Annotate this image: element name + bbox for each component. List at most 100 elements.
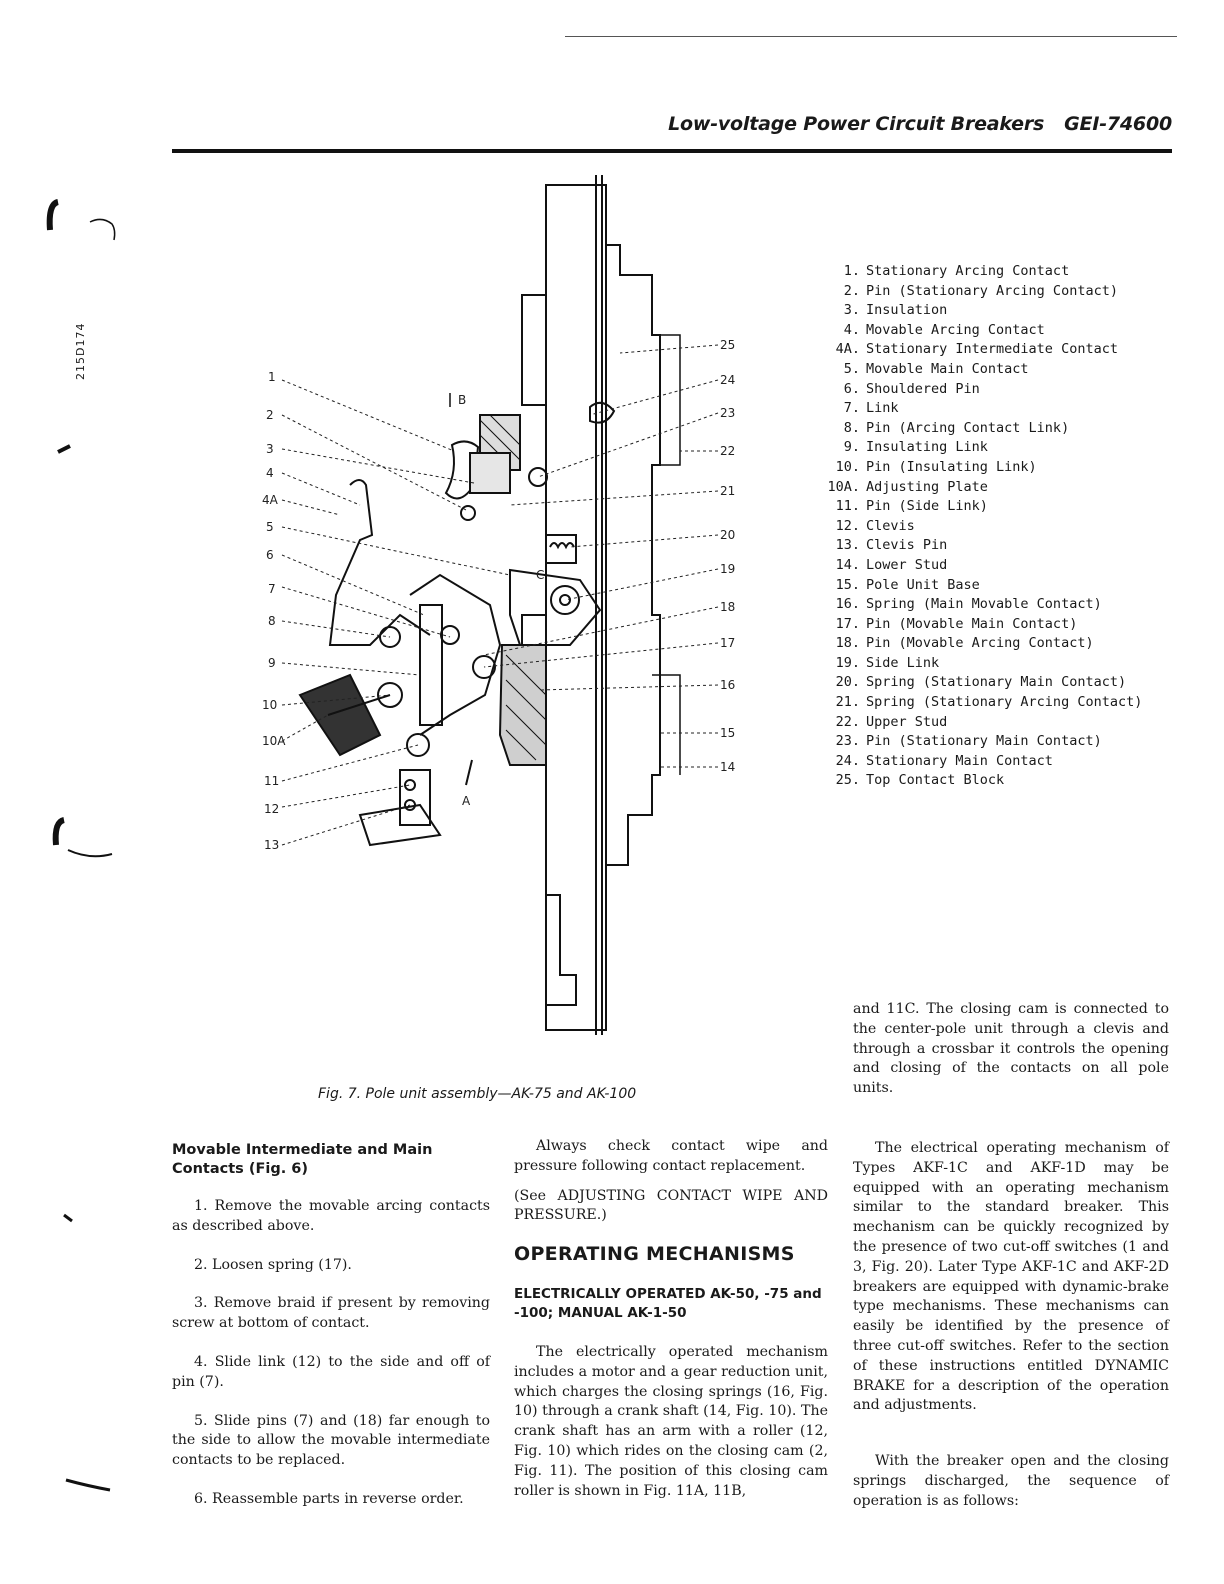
legend-number: 23. bbox=[835, 733, 860, 750]
callout: 18 bbox=[720, 600, 735, 614]
callout: 4A bbox=[262, 493, 279, 507]
legend-item: 5. Movable Main Contact bbox=[810, 360, 1170, 380]
callout: 6 bbox=[266, 548, 274, 562]
legend-text: Insulating Link bbox=[866, 439, 988, 456]
header-code: GEI-74600 bbox=[1064, 113, 1172, 135]
callout: 7 bbox=[268, 582, 276, 596]
legend-number: 25. bbox=[835, 772, 860, 789]
paragraph: Always check contact wipe and pressure f… bbox=[514, 1138, 828, 1174]
legend-item: 6. Shouldered Pin bbox=[810, 380, 1170, 400]
legend-text: Clevis bbox=[866, 517, 915, 534]
legend-number: 3. bbox=[843, 302, 860, 319]
callout: 12 bbox=[264, 802, 279, 816]
legend-item: 3. Insulation bbox=[810, 301, 1170, 321]
legend-item: 22.Upper Stud bbox=[810, 713, 1170, 733]
legend-item: 12. Clevis bbox=[810, 517, 1170, 537]
callout: 10A bbox=[262, 734, 286, 748]
legend-text: Pin (Stationary Arcing Contact) bbox=[866, 282, 1118, 299]
legend-item: 19.Side Link bbox=[810, 654, 1170, 674]
legend-number: 11. bbox=[835, 498, 860, 515]
legend-text: Shouldered Pin bbox=[866, 380, 980, 397]
legend-number: 5. bbox=[843, 360, 860, 377]
legend-number: 13. bbox=[835, 537, 860, 554]
legend-item: 2. Pin (Stationary Arcing Contact) bbox=[810, 282, 1170, 302]
callout: 1 bbox=[268, 370, 276, 384]
legend-item: 16.Spring (Main Movable Contact) bbox=[810, 595, 1170, 615]
legend-number: 1. bbox=[843, 263, 860, 279]
legend-text: Stationary Intermediate Contact bbox=[866, 341, 1118, 358]
top-rule bbox=[565, 36, 1177, 37]
callout: 22 bbox=[720, 444, 735, 458]
legend-item: 25. Top Contact Block bbox=[810, 771, 1170, 791]
legend-number: 4A. bbox=[835, 341, 860, 358]
section-mark-b: B bbox=[458, 393, 466, 407]
legend-item: 11.Pin (Side Link) bbox=[810, 497, 1170, 517]
callouts-left: 1 2 3 4 4A 5 6 7 8 9 10 10A 11 12 13 bbox=[262, 370, 286, 852]
paragraph: and 11C. The closing cam is connected to… bbox=[853, 1001, 1169, 1097]
paragraph: (See ADJUSTING CONTACT WIPE AND PRESSURE… bbox=[514, 1187, 828, 1224]
subsection-title: ELECTRICALLY OPERATED AK-50, -75 and -10… bbox=[514, 1285, 822, 1321]
legend-text: Link bbox=[866, 400, 899, 417]
legend-text: Pin (Arcing Contact Link) bbox=[866, 419, 1070, 436]
legend-item: 20.Spring (Stationary Main Contact) bbox=[810, 673, 1170, 693]
legend-text: Top Contact Block bbox=[866, 772, 1005, 789]
callout: 20 bbox=[720, 528, 735, 542]
section-marks: B C A bbox=[458, 393, 544, 808]
legend-number: 10. bbox=[835, 458, 860, 475]
legend-text: Side Link bbox=[866, 654, 940, 671]
callout: 9 bbox=[268, 656, 276, 670]
legend-item: 24.Stationary Main Contact bbox=[810, 752, 1170, 772]
figure-legend: 1. Stationary Arcing Contact 2. Pin (Statio… bbox=[810, 262, 1170, 791]
legend-item: 4.Movable Arcing Contact bbox=[810, 321, 1170, 341]
callout: 14 bbox=[720, 760, 735, 774]
legend-text: Movable Main Contact bbox=[866, 360, 1029, 377]
legend-number: 12. bbox=[835, 517, 860, 534]
legend-text: Upper Stud bbox=[866, 713, 948, 730]
callout: 11 bbox=[264, 774, 279, 788]
header-rule bbox=[172, 149, 1172, 153]
step: 3. Remove braid if present by removing s… bbox=[172, 1295, 490, 1332]
step: 4. Slide link (12) to the side and off o… bbox=[172, 1353, 490, 1390]
legend-number: 17. bbox=[835, 615, 860, 632]
callout: 8 bbox=[268, 614, 276, 628]
legend-text: Pin (Movable Arcing Contact) bbox=[866, 635, 1094, 652]
section-mark-a: A bbox=[462, 794, 471, 808]
callout: 21 bbox=[720, 484, 735, 498]
legend-number: 10A. bbox=[827, 478, 860, 495]
callout: 17 bbox=[720, 636, 735, 650]
legend-text: Spring (Stationary Main Contact) bbox=[866, 674, 1127, 691]
step: 6. Reassemble parts in reverse order. bbox=[194, 1490, 464, 1507]
callout: 4 bbox=[266, 466, 274, 480]
legend-text: Movable Arcing Contact bbox=[866, 321, 1045, 338]
legend-item: 13. Clevis Pin bbox=[810, 536, 1170, 556]
legend-text: Pin (Movable Main Contact) bbox=[866, 615, 1078, 632]
legend-item: 9. Insulating Link bbox=[810, 438, 1170, 458]
paragraph: The electrically operated mechanism incl… bbox=[514, 1343, 828, 1499]
legend-number: 16. bbox=[835, 596, 860, 613]
legend-number: 2. bbox=[843, 282, 860, 299]
legend-text: Spring (Stationary Arcing Contact) bbox=[866, 694, 1143, 711]
legend-text: Lower Stud bbox=[866, 556, 948, 573]
column-3: The electrical operating mechanism of Ty… bbox=[853, 1139, 1169, 1531]
column-2: Always check contact wipe and pressure f… bbox=[514, 1137, 828, 1520]
callouts-right: 25 24 23 22 21 20 19 18 17 16 15 14 bbox=[720, 338, 735, 774]
callout: 13 bbox=[264, 838, 279, 852]
legend-text: Stationary Arcing Contact bbox=[866, 263, 1070, 279]
legend-number: 21. bbox=[835, 694, 860, 711]
legend-text: Insulation bbox=[866, 302, 948, 319]
callout: 23 bbox=[720, 406, 735, 420]
legend-number: 8. bbox=[843, 419, 860, 436]
callout: 5 bbox=[266, 520, 274, 534]
legend-text: Adjusting Plate bbox=[866, 478, 988, 495]
callout: 3 bbox=[266, 442, 274, 456]
legend-item: 18.Pin (Movable Arcing Contact) bbox=[810, 634, 1170, 654]
legend-item: 15.Pole Unit Base bbox=[810, 576, 1170, 596]
legend-number: 6. bbox=[843, 380, 860, 397]
figure-caption: Fig. 7. Pole unit assembly—AK-75 and AK-… bbox=[318, 1086, 637, 1102]
legend-text: Clevis Pin bbox=[866, 537, 948, 554]
legend-number: 24. bbox=[835, 752, 860, 769]
legend-text: Pole Unit Base bbox=[866, 576, 980, 593]
column-1: Movable Intermediate and Main Contacts (… bbox=[172, 1141, 490, 1529]
legend-item: 4A. Stationary Intermediate Contact bbox=[810, 340, 1170, 360]
legend-number: 9. bbox=[843, 439, 860, 456]
